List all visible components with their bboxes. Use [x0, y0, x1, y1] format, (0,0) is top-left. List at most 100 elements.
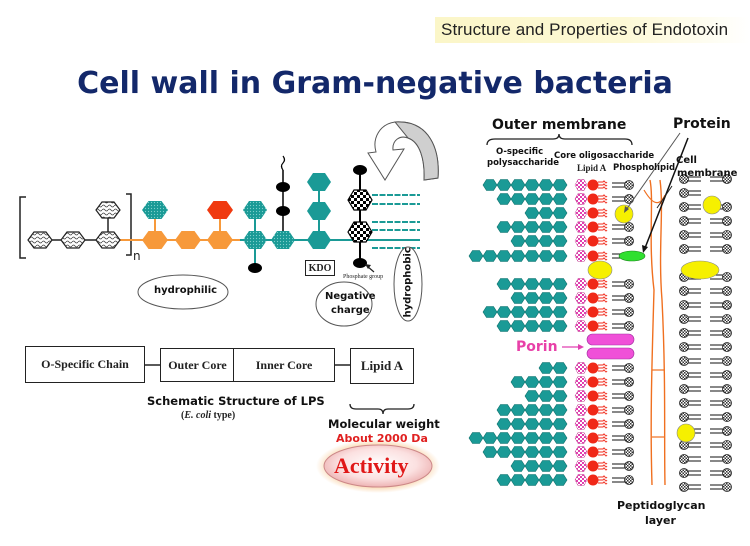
o-antigen-sugar: [524, 418, 540, 430]
lipid-a-tail: [598, 419, 608, 429]
outer-membrane-protein: [614, 204, 634, 224]
core-oligosaccharide-unit: [574, 320, 588, 332]
o-antigen-sugar: [552, 278, 568, 290]
phospholipid-head: [624, 391, 634, 401]
phospholipid-tail: [687, 400, 701, 406]
outer-core-branch-sugar: [142, 201, 168, 219]
core-oligosaccharide-unit: [574, 376, 588, 388]
phosphate-group-label: Phosphate group: [343, 274, 384, 280]
phospholipid-tail: [612, 463, 626, 469]
o-antigen-sugar: [538, 179, 554, 191]
lipid-a-head: [587, 292, 599, 304]
phospholipid-head: [624, 447, 634, 457]
peptidoglycan-label-line2: layer: [645, 514, 676, 527]
lipid-a-head: [587, 390, 599, 402]
phospholipid-head: [679, 342, 689, 352]
o-antigen-sugar: [552, 376, 568, 388]
o-antigen-sugar: [552, 418, 568, 430]
phospholipid-tail: [710, 470, 724, 476]
phospholipid-head: [624, 475, 634, 485]
o-antigen-sugar: [496, 404, 512, 416]
o-antigen-sugar: [510, 278, 526, 290]
phospholipid-head: [722, 342, 732, 352]
core-oligosaccharide-unit: [574, 179, 588, 191]
o-antigen-sugar: [510, 404, 526, 416]
lipid-a-tail: [598, 180, 608, 190]
hydrophobic-ellipse: [393, 246, 423, 322]
schematic-subcaption: (E. coli type): [181, 410, 235, 421]
o-antigen-sugar: [496, 193, 512, 205]
phospholipid-tail: [710, 288, 724, 294]
phospholipid-head: [624, 405, 634, 415]
phospholipid-head: [722, 174, 732, 184]
subcaption-organism: E. coli: [184, 410, 212, 421]
phospholipid-head: [722, 468, 732, 478]
activity-badge: [323, 444, 433, 488]
phospholipid-tail: [710, 400, 724, 406]
schematic-box-outer-core: Outer Core: [160, 348, 235, 382]
phospholipid-head: [624, 222, 634, 232]
phospholipid-tail: [612, 295, 626, 301]
phospholipid-tail: [612, 323, 626, 329]
o-antigen-sugar: [510, 292, 526, 304]
lipid-a-head: [587, 474, 599, 486]
porin-label: Porin: [516, 339, 558, 355]
phospholipid-head: [679, 370, 689, 380]
phospholipid-tail: [612, 365, 626, 371]
phospholipid-head: [624, 433, 634, 443]
o-antigen-sugar: [552, 221, 568, 233]
phospholipid-head: [679, 300, 689, 310]
o-antigen-sugar: [524, 376, 540, 388]
lipid-a-head: [587, 460, 599, 472]
o-antigen-sugar: [510, 432, 526, 444]
phospholipid-tail: [710, 176, 724, 182]
o-antigen-sugar: [538, 376, 554, 388]
phospholipid-head: [722, 426, 732, 436]
o-antigen-sugar: [482, 432, 498, 444]
phospholipid-head: [624, 236, 634, 246]
core-oligosaccharide-unit: [574, 446, 588, 458]
core-oligosaccharide-unit: [574, 306, 588, 318]
phospholipid-tail: [687, 344, 701, 350]
core-oligosaccharide-unit: [574, 292, 588, 304]
phospholipid-tail: [612, 196, 626, 202]
o-antigen-sugar: [524, 179, 540, 191]
o-specific-label-line1: O-specific: [496, 147, 544, 157]
phospholipid-head: [624, 321, 634, 331]
phospholipid-head: [679, 174, 689, 184]
protein-label: Protein: [673, 116, 731, 132]
o-antigen-sugar: [510, 193, 526, 205]
lipid-a-head: [587, 432, 599, 444]
activity-label: Activity: [334, 453, 409, 478]
o-antigen-sugar: [538, 306, 554, 318]
phospholipid-head: [624, 180, 634, 190]
phospholipid-tail: [612, 407, 626, 413]
o-antigen-sugar: [538, 460, 554, 472]
phospholipid-head: [722, 440, 732, 450]
lipid-a-tail: [598, 433, 608, 443]
peptidoglycan-label-line1: Peptidoglycan: [617, 499, 706, 512]
phospholipid-tail: [687, 316, 701, 322]
o-antigen-sugar: [538, 432, 554, 444]
phospholipid-head: [722, 230, 732, 240]
molecular-weight-value: About 2000 Da: [336, 432, 428, 445]
lipid-a-head: [587, 278, 599, 290]
phospholipid-head: [722, 314, 732, 324]
o-antigen-sugar: [524, 292, 540, 304]
core-oligosaccharide-unit: [574, 207, 588, 219]
o-specific-label-line2: polysaccharide: [487, 158, 559, 168]
lipid-a-tail: [598, 236, 608, 246]
o-antigen-sugar: [510, 179, 526, 191]
lipid-a-tail: [598, 461, 608, 471]
core-oligosaccharide-unit: [574, 404, 588, 416]
schematic-box-o-specific-chain: O-Specific Chain: [25, 346, 145, 383]
phospholipid-tail: [612, 421, 626, 427]
o-antigen-sugar: [538, 362, 554, 374]
phospholipid-head: [722, 412, 732, 422]
lipid-a-head: [587, 207, 599, 219]
lipid-a-head: [587, 235, 599, 247]
phospholipid-head: [722, 482, 732, 492]
phosphate-dot: [353, 258, 367, 268]
o-antigen-sugar: [510, 235, 526, 247]
phospholipid-tail: [687, 218, 701, 224]
